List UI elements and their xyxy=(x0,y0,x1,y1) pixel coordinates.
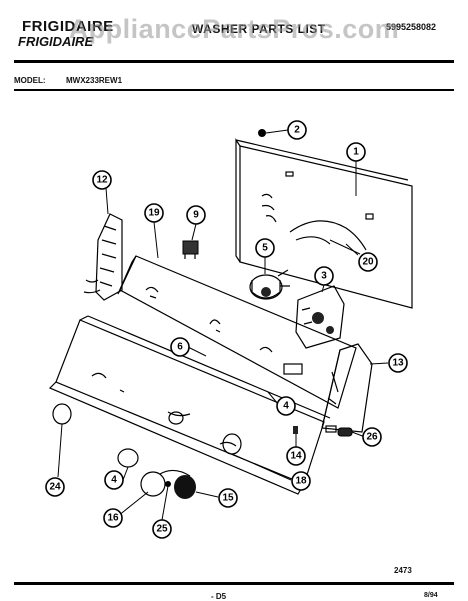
callout-25: 25 xyxy=(152,519,172,539)
svg-text:12: 12 xyxy=(96,175,108,186)
svg-text:14: 14 xyxy=(290,451,302,462)
control-switch-part xyxy=(295,285,345,349)
svg-text:9: 9 xyxy=(193,210,199,221)
callout-12: 12 xyxy=(92,170,112,190)
end-cap-part xyxy=(321,343,373,433)
callout-4-lower: 4 xyxy=(104,470,124,490)
svg-text:2: 2 xyxy=(294,125,300,136)
header-rule-top xyxy=(14,60,454,63)
callout-24: 24 xyxy=(45,477,65,497)
footer-rule xyxy=(14,582,454,585)
svg-text:4: 4 xyxy=(111,475,117,486)
timer-motor-part xyxy=(249,269,290,300)
svg-text:24: 24 xyxy=(49,482,61,493)
knob-part xyxy=(325,425,353,437)
brand-logo-text: FRIGIDAIRE xyxy=(18,34,94,49)
svg-text:13: 13 xyxy=(392,358,404,369)
callout-4-upper: 4 xyxy=(276,396,296,416)
callout-5: 5 xyxy=(255,238,275,258)
callout-6: 6 xyxy=(170,337,190,357)
model-number: MWX233REW1 xyxy=(66,76,123,85)
callout-16: 16 xyxy=(103,508,123,528)
rear-panel-part xyxy=(235,138,413,309)
callout-20: 20 xyxy=(358,252,378,272)
screw-part xyxy=(258,129,266,137)
svg-text:19: 19 xyxy=(148,208,160,219)
callout-13: 13 xyxy=(388,353,408,373)
svg-text:26: 26 xyxy=(366,432,378,443)
callout-2: 2 xyxy=(287,120,307,140)
svg-text:18: 18 xyxy=(295,476,307,487)
svg-text:3: 3 xyxy=(321,271,327,282)
page-code: - D5 xyxy=(211,592,227,601)
callout-9: 9 xyxy=(186,205,206,225)
callout-3: 3 xyxy=(314,266,334,286)
callout-19: 19 xyxy=(144,203,164,223)
svg-text:5: 5 xyxy=(262,243,268,254)
callout-15: 15 xyxy=(218,488,238,508)
header-rule-bottom xyxy=(14,89,454,91)
switch-part xyxy=(182,240,199,259)
model-label: MODEL: xyxy=(14,76,46,85)
diagram-title: WASHER PARTS LIST xyxy=(192,22,326,36)
svg-text:4: 4 xyxy=(283,401,289,412)
date-code: 8/94 xyxy=(424,592,438,599)
watermark: AppliancePartsPros.com xyxy=(68,14,400,44)
publication-number: 5995258082 xyxy=(386,22,437,32)
svg-text:16: 16 xyxy=(107,513,119,524)
figure-number: 2473 xyxy=(394,566,412,575)
leader-lines xyxy=(57,129,389,521)
svg-text:6: 6 xyxy=(177,342,183,353)
console-panel-part xyxy=(117,255,357,409)
bushing-part xyxy=(293,426,298,434)
bracket-part xyxy=(83,213,123,301)
svg-text:1: 1 xyxy=(353,147,359,158)
callout-14: 14 xyxy=(286,446,306,466)
svg-text:25: 25 xyxy=(156,524,168,535)
svg-text:15: 15 xyxy=(222,493,234,504)
callout-26: 26 xyxy=(362,427,382,447)
svg-text:20: 20 xyxy=(362,257,374,268)
brand-name: FRIGIDAIRE xyxy=(22,18,114,35)
callout-1: 1 xyxy=(346,142,366,162)
knob-skirt-parts xyxy=(52,403,242,499)
callout-18: 18 xyxy=(291,471,311,491)
